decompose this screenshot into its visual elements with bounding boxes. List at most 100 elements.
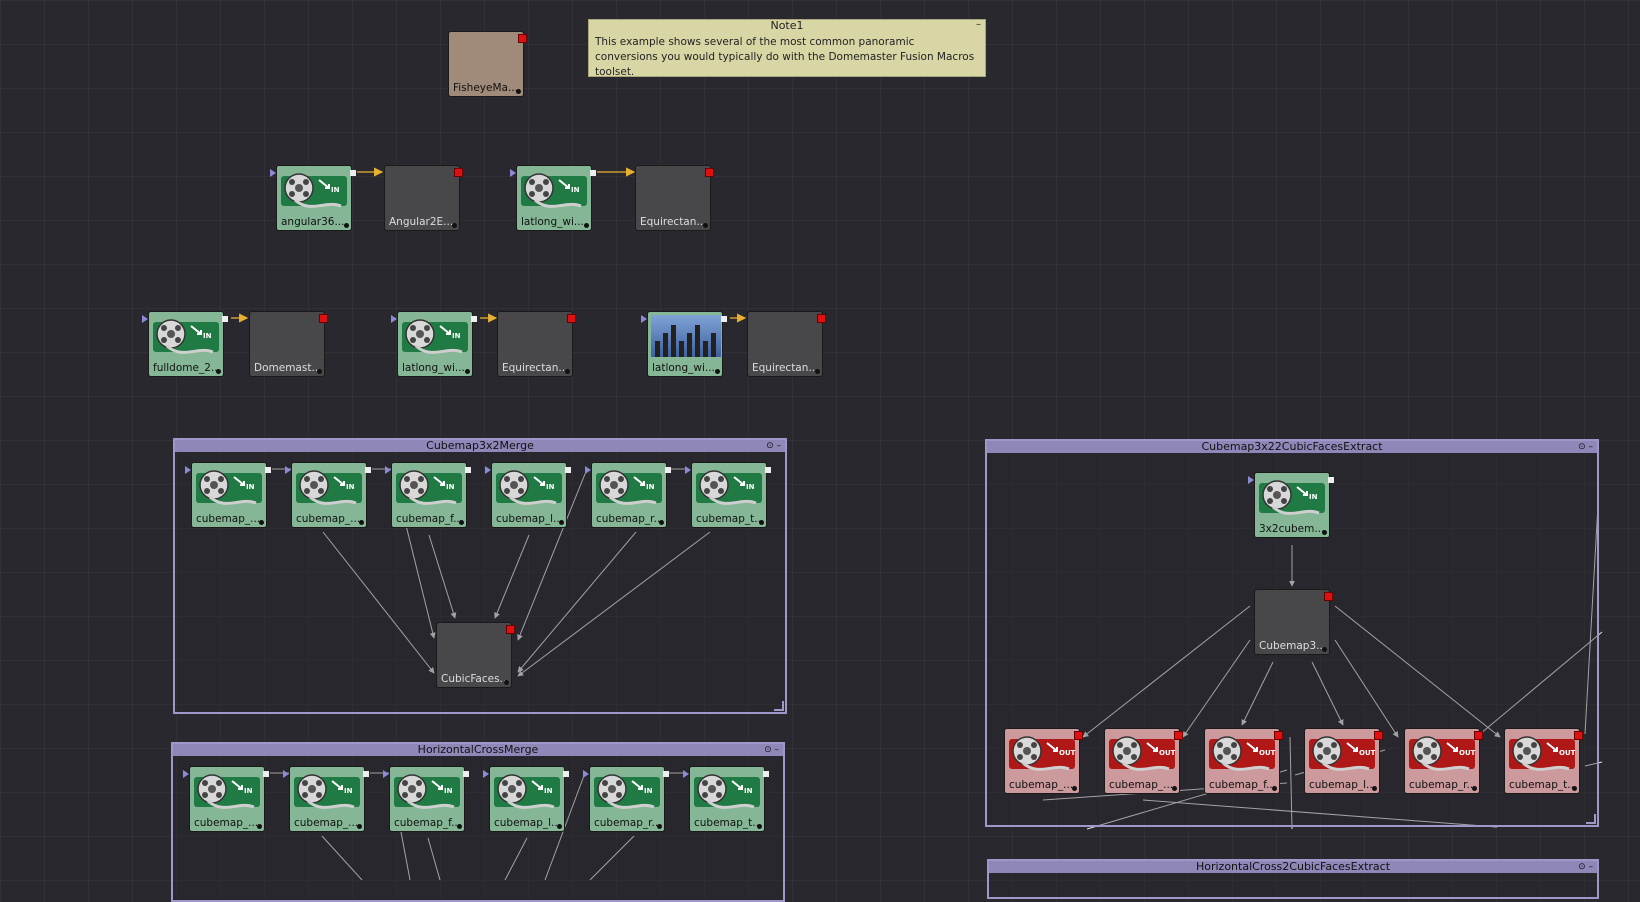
input-arrow[interactable]: [185, 466, 191, 474]
output-port[interactable]: [265, 467, 271, 473]
macro-tool-node[interactable]: Equirectan...: [497, 311, 576, 377]
output-port[interactable]: [665, 467, 671, 473]
output-port[interactable]: [1274, 731, 1283, 740]
output-port[interactable]: [222, 316, 228, 322]
output-port[interactable]: [563, 771, 569, 777]
output-port[interactable]: [363, 771, 369, 777]
input-arrow[interactable]: [391, 315, 397, 323]
output-port[interactable]: [1174, 731, 1183, 740]
input-arrow[interactable]: [183, 770, 189, 778]
input-arrow[interactable]: [1248, 476, 1254, 484]
output-port[interactable]: [319, 314, 328, 323]
input-arrow[interactable]: [285, 466, 291, 474]
output-port[interactable]: [1374, 731, 1383, 740]
group-controls[interactable]: ⊙ –: [1578, 442, 1593, 452]
output-port[interactable]: [705, 168, 714, 177]
output-port[interactable]: [518, 34, 527, 43]
output-port[interactable]: [590, 170, 596, 176]
output-port[interactable]: [1328, 477, 1334, 483]
loader-node-with-thumbnail[interactable]: latlong_wi...: [641, 311, 727, 377]
output-port[interactable]: [471, 316, 477, 322]
fisheye-macro-node[interactable]: FisheyeMa...: [448, 31, 527, 97]
output-port[interactable]: [817, 314, 826, 323]
group-controls[interactable]: ⊙ –: [764, 745, 779, 755]
output-port[interactable]: [1574, 731, 1583, 740]
output-port[interactable]: [263, 771, 269, 777]
output-port[interactable]: [763, 771, 769, 777]
macro-tool-node[interactable]: Equirectan...: [747, 311, 826, 377]
input-arrow[interactable]: [483, 770, 489, 778]
output-port[interactable]: [350, 170, 356, 176]
input-arrow[interactable]: [383, 770, 389, 778]
input-arrow[interactable]: [510, 169, 516, 177]
input-arrow[interactable]: [142, 315, 148, 323]
node-dot: [1322, 530, 1327, 535]
output-port[interactable]: [365, 467, 371, 473]
input-arrow[interactable]: [385, 466, 391, 474]
group-title: Cubemap3x22CubicFacesExtract: [1201, 440, 1383, 453]
output-port[interactable]: [1324, 592, 1333, 601]
input-arrow[interactable]: [485, 466, 491, 474]
output-port[interactable]: [463, 771, 469, 777]
group-resize-handle[interactable]: [1586, 814, 1596, 824]
output-port[interactable]: [765, 467, 771, 473]
macro-tool-node[interactable]: Domemast...: [249, 311, 328, 377]
loader-node[interactable]: IN cubemap_t...: [683, 766, 769, 832]
output-port[interactable]: [567, 314, 576, 323]
input-arrow[interactable]: [585, 466, 591, 474]
input-arrow[interactable]: [283, 770, 289, 778]
note-collapse-button[interactable]: –: [976, 19, 981, 30]
output-port[interactable]: [454, 168, 463, 177]
input-arrow[interactable]: [685, 466, 691, 474]
macro-tool-node[interactable]: Angular2E...: [384, 165, 463, 231]
sticky-note[interactable]: Note1 – This example shows several of th…: [588, 19, 986, 78]
macro-tool-node[interactable]: Cubemap3...: [1254, 589, 1333, 655]
input-arrow[interactable]: [683, 770, 689, 778]
macro-tool-node[interactable]: Equirectan...: [635, 165, 714, 231]
macro-tool-node[interactable]: CubicFaces...: [436, 622, 515, 688]
input-arrow[interactable]: [583, 770, 589, 778]
group-controls[interactable]: ⊙ –: [766, 441, 781, 451]
output-port[interactable]: [465, 467, 471, 473]
group-horizontalcross-extract[interactable]: HorizontalCross2CubicFacesExtract⊙ –: [987, 859, 1599, 899]
saver-icon: OUT: [1209, 733, 1276, 773]
node-label: cubemap_t...: [694, 817, 763, 829]
output-port[interactable]: [1074, 731, 1083, 740]
node-dot: [659, 520, 664, 525]
group-resize-handle[interactable]: [774, 701, 784, 711]
output-port[interactable]: [565, 467, 571, 473]
output-port[interactable]: [506, 625, 515, 634]
group-controls[interactable]: ⊙ –: [1578, 862, 1593, 872]
output-port[interactable]: [1474, 731, 1483, 740]
output-port[interactable]: [663, 771, 669, 777]
loader-icon: IN: [694, 771, 760, 811]
input-arrow[interactable]: [270, 169, 276, 177]
output-port[interactable]: [721, 316, 727, 322]
group-horizontalcrossmerge[interactable]: HorizontalCrossMerge⊙ –: [171, 742, 785, 902]
note-title: Note1: [770, 19, 804, 32]
input-arrow[interactable]: [641, 315, 647, 323]
